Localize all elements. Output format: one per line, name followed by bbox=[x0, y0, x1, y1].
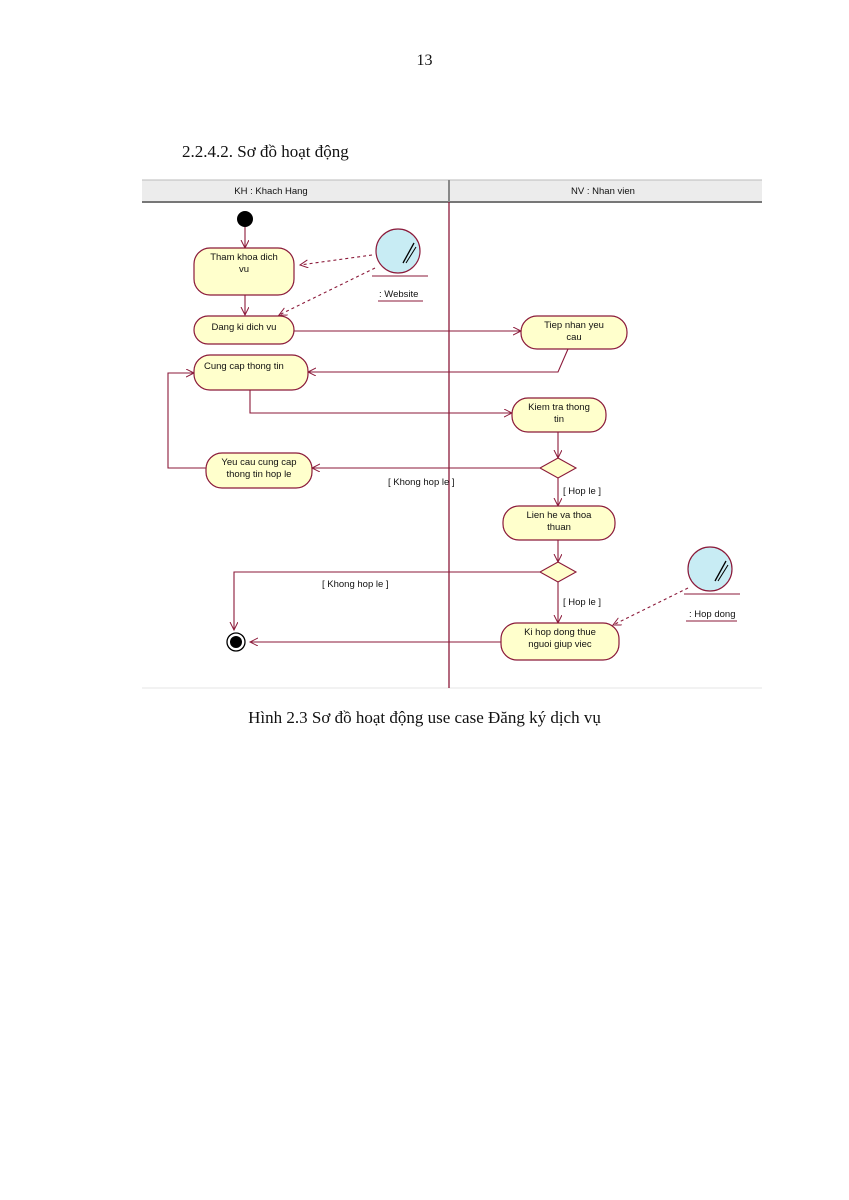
activity-label: Tham khoa dich bbox=[210, 252, 278, 263]
activity-dang-ki: Dang ki dich vu bbox=[193, 315, 295, 345]
activity-box bbox=[500, 622, 620, 661]
dependency-hop-dong-to-ki-hop-dong bbox=[613, 587, 689, 625]
activity-label: cau bbox=[566, 332, 581, 343]
activity-label: vu bbox=[239, 264, 249, 275]
object-icon-mark bbox=[402, 242, 415, 264]
guard-label: [ Khong hop le ] bbox=[322, 579, 389, 590]
guard-label: [ Khong hop le ] bbox=[388, 477, 455, 488]
final-node-inner bbox=[230, 636, 242, 648]
activity-cung-cap: Cung cap thong tin bbox=[193, 354, 309, 391]
guard-label: [ Hop le ] bbox=[563, 597, 601, 608]
decision-node-2 bbox=[538, 561, 578, 583]
activity-label: Yeu cau cung cap bbox=[221, 457, 296, 468]
activity-box bbox=[193, 247, 295, 296]
activity-box bbox=[520, 315, 628, 350]
object-icon bbox=[687, 546, 733, 592]
guard-label: [ Hop le ] bbox=[563, 486, 601, 497]
flow-decision-2-to-end bbox=[234, 571, 540, 630]
final-node bbox=[226, 632, 246, 652]
activity-label: thong tin hop le bbox=[227, 469, 292, 480]
object-website: : Website bbox=[372, 228, 428, 302]
activity-label: Tiep nhan yeu bbox=[544, 320, 604, 331]
object-icon bbox=[375, 228, 421, 274]
figure-caption: Hình 2.3 Sơ đồ hoạt động use case Đăng k… bbox=[248, 708, 601, 727]
activity-label: Cung cap thong tin bbox=[204, 361, 284, 372]
activity-label: thuan bbox=[547, 522, 571, 533]
activity-label: Ki hop dong thue bbox=[524, 627, 596, 638]
activity-box bbox=[193, 315, 295, 345]
page-number: 13 bbox=[416, 52, 433, 69]
object-label: : Website bbox=[379, 289, 418, 300]
object-icon-mark bbox=[405, 246, 417, 264]
activity-label: Lien he va thoa bbox=[527, 510, 593, 521]
section-heading: 2.2.4.2. Sơ đồ hoạt động bbox=[182, 142, 349, 161]
object-icon-mark bbox=[714, 560, 727, 582]
lane-title-nhan-vien: NV : Nhan vien bbox=[571, 186, 635, 197]
decision-node-1 bbox=[538, 457, 578, 479]
object-label: : Hop dong bbox=[689, 609, 735, 620]
activity-box bbox=[511, 397, 607, 433]
activity-label: nguoi giup viec bbox=[528, 639, 592, 650]
object-hop-dong: : Hop dong bbox=[684, 546, 740, 622]
dependency-website-to-tham-khao bbox=[300, 254, 373, 265]
flow-cung-cap-to-kiem-tra bbox=[249, 390, 512, 413]
initial-node bbox=[237, 211, 253, 227]
object-icon-mark bbox=[717, 564, 729, 582]
activity-box bbox=[502, 505, 616, 541]
activity-label: tin bbox=[554, 414, 564, 425]
activity-box bbox=[193, 354, 309, 391]
swimlane-header bbox=[142, 180, 762, 202]
lane-title-khach-hang: KH : Khach Hang bbox=[234, 186, 307, 197]
flow-yeu-cau-to-cung-cap bbox=[167, 373, 206, 469]
activity-box bbox=[205, 452, 313, 489]
activity-label: Dang ki dich vu bbox=[212, 322, 277, 333]
activity-label: Kiem tra thong bbox=[528, 402, 590, 413]
flow-tiep-nhan-to-cung-cap bbox=[308, 348, 569, 372]
